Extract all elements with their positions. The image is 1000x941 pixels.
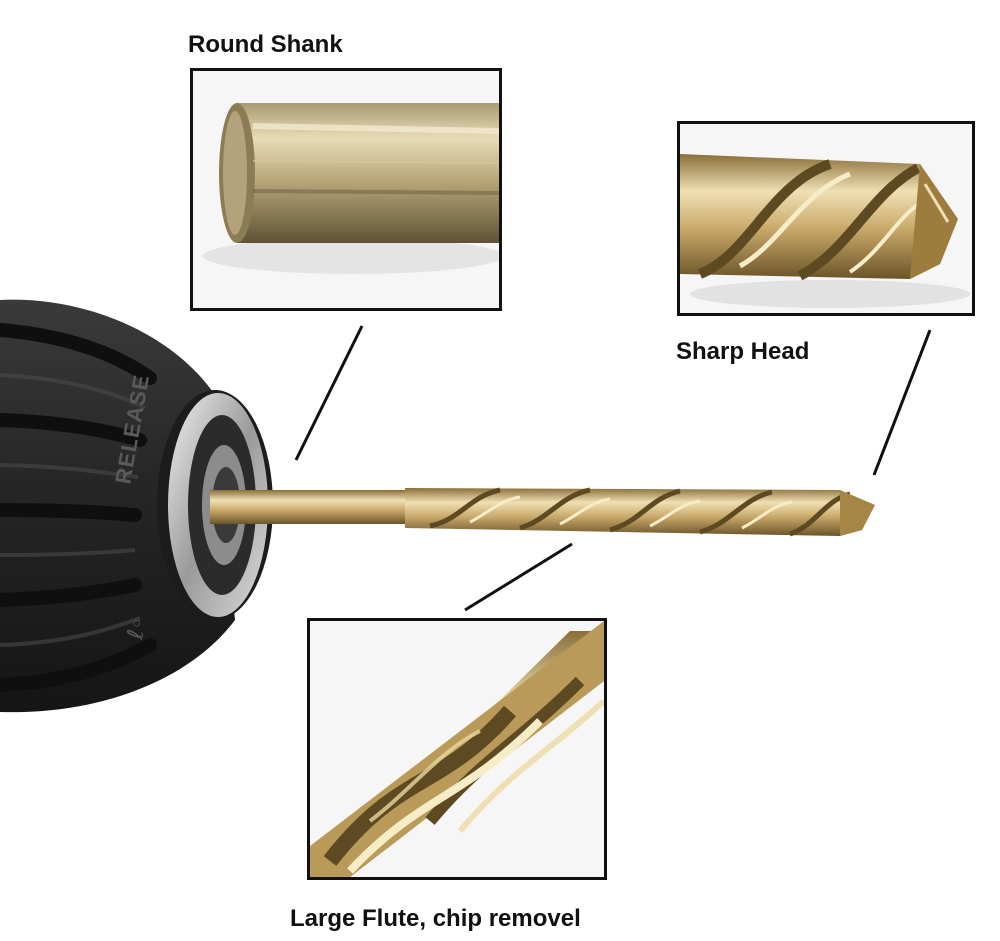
flute-closeup: [310, 621, 604, 877]
leader-lines: [294, 325, 932, 612]
drill-bit: [210, 487, 875, 537]
round-shank-label: Round Shank: [188, 31, 343, 58]
sharp-head-label: Sharp Head: [676, 338, 810, 365]
flute-label: Large Flute, chip removel: [290, 905, 581, 932]
round-shank-callout: [190, 68, 502, 311]
sharp-head-closeup: [680, 124, 972, 313]
leader-line-flute: [464, 542, 573, 612]
leader-line-head: [872, 329, 932, 476]
sharp-head-callout: [677, 121, 975, 316]
leader-line-shank: [294, 325, 364, 461]
svg-text:ℓ◦: ℓ◦: [123, 615, 152, 642]
round-shank-closeup: [193, 71, 499, 308]
flute-callout: [307, 618, 607, 880]
